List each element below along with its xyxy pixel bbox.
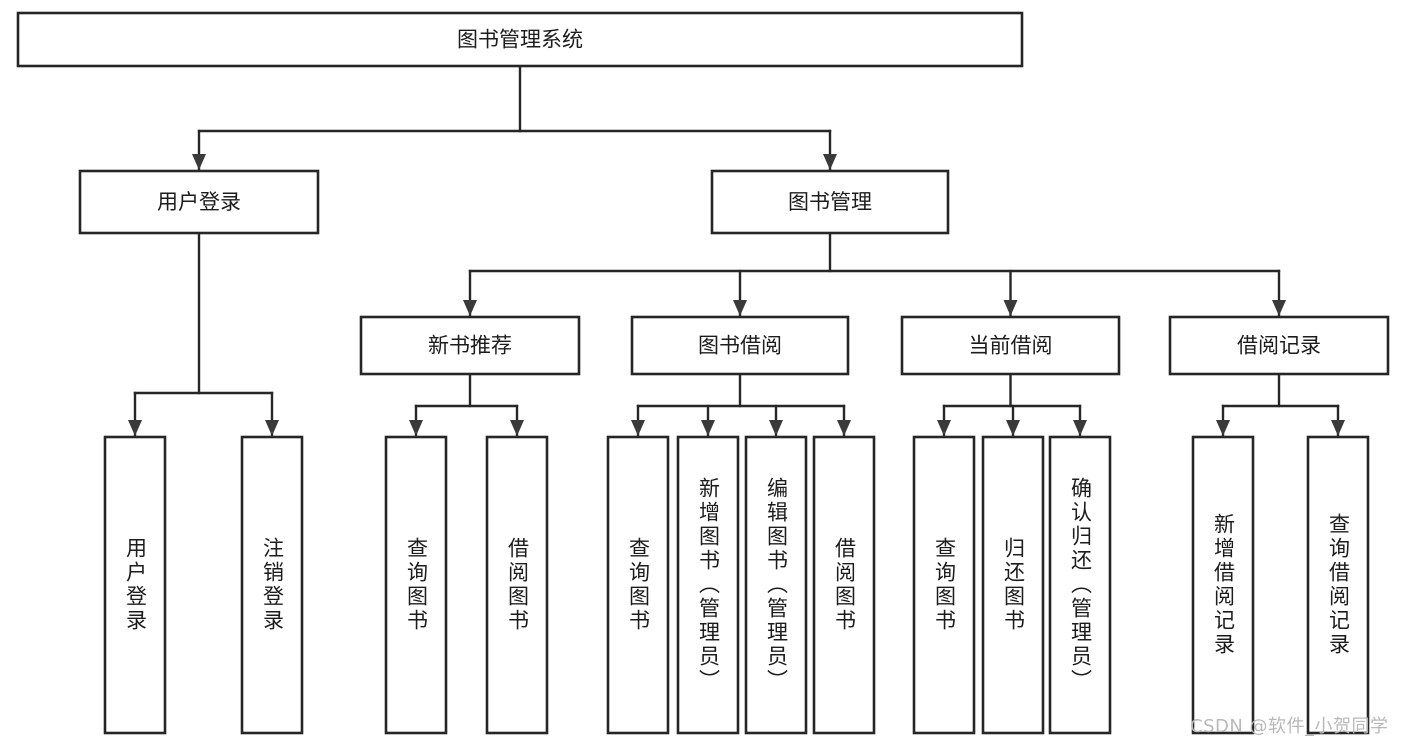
- node-box-leaf-edit-book[interactable]: [744, 435, 808, 735]
- node-box-leaf-return-book[interactable]: [981, 435, 1045, 735]
- arrow-head-icon: [701, 420, 715, 436]
- node-box-leaf-query-record[interactable]: [1306, 435, 1370, 735]
- arrow-head-icon: [463, 300, 477, 316]
- connector-layer: [128, 64, 1345, 437]
- arrow-head-icon: [192, 154, 206, 170]
- node-box-user-login[interactable]: [78, 169, 320, 235]
- node-label-book-borrow: 图书借阅: [698, 334, 782, 358]
- arrow-head-icon: [1272, 300, 1286, 316]
- node-box-leaf-borrow-book-1[interactable]: [485, 435, 549, 735]
- node-box-leaf-user-logout[interactable]: [240, 435, 304, 735]
- arrow-head-icon: [937, 420, 951, 436]
- arrow-head-icon: [1003, 300, 1018, 316]
- node-label-book-manage: 图书管理: [788, 190, 872, 214]
- arrow-head-icon: [1073, 420, 1087, 436]
- node-label-new-book-rec: 新书推荐: [428, 334, 512, 358]
- node-box-current-borrow[interactable]: [900, 315, 1121, 376]
- node-box-leaf-add-record[interactable]: [1191, 435, 1255, 735]
- node-box-leaf-borrow-book-2[interactable]: [812, 435, 876, 735]
- arrow-head-icon: [769, 420, 783, 436]
- arrow-head-icon: [823, 154, 837, 170]
- node-box-root[interactable]: [16, 11, 1024, 68]
- node-box-new-book-rec[interactable]: [359, 315, 581, 376]
- csdn-watermark: CSDN @软件_小贺同学: [1190, 716, 1389, 737]
- node-box-leaf-confirm-return[interactable]: [1048, 435, 1112, 735]
- node-box-leaf-user-login[interactable]: [103, 435, 167, 735]
- arrow-head-icon: [409, 420, 423, 436]
- arrow-head-icon: [1216, 420, 1230, 436]
- arrow-head-icon: [631, 420, 645, 436]
- arrow-head-icon: [1331, 420, 1345, 436]
- arrow-head-icon: [837, 420, 851, 436]
- arrow-head-icon: [265, 420, 279, 436]
- node-box-borrow-record[interactable]: [1168, 315, 1390, 376]
- node-box-leaf-add-book[interactable]: [676, 435, 740, 735]
- node-label-current-borrow: 当前借阅: [969, 334, 1053, 358]
- node-box-leaf-query-book-1[interactable]: [384, 435, 448, 735]
- node-box-book-borrow[interactable]: [630, 315, 850, 376]
- node-label-user-login: 用户登录: [157, 190, 241, 214]
- arrow-head-icon: [1006, 420, 1020, 436]
- node-box-leaf-query-book-2[interactable]: [606, 435, 670, 735]
- arrow-head-icon: [128, 420, 142, 436]
- node-box-leaf-query-book-3[interactable]: [912, 435, 976, 735]
- arrow-head-icon: [733, 300, 747, 316]
- node-box-layer: [16, 11, 1390, 735]
- arrow-head-icon: [510, 420, 524, 436]
- node-box-book-manage[interactable]: [710, 169, 950, 235]
- node-label-borrow-record: 借阅记录: [1237, 334, 1321, 358]
- node-label-root: 图书管理系统: [457, 28, 583, 52]
